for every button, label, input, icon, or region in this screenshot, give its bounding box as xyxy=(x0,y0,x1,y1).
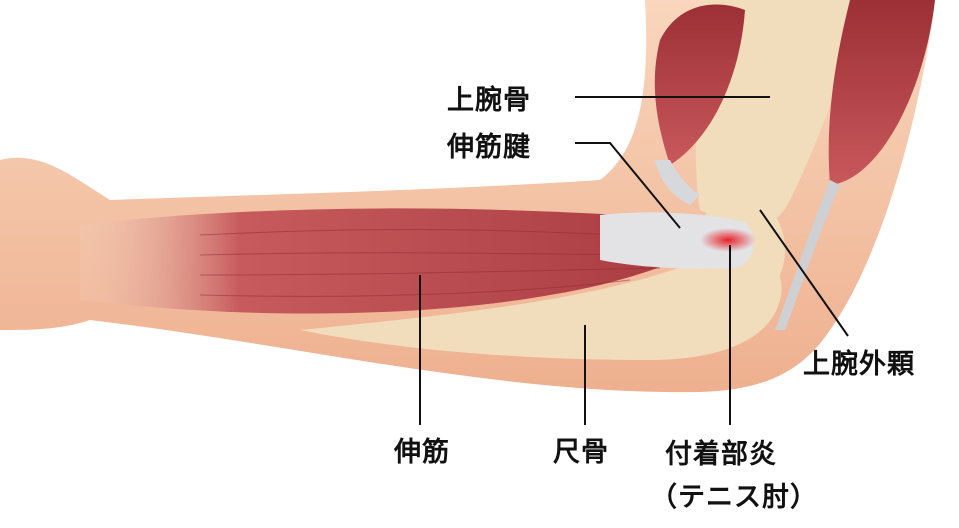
label-humerus: 上腕骨 xyxy=(447,85,531,116)
inflammation-spot xyxy=(700,228,756,252)
label-enthesitis: 付着部炎 xyxy=(665,439,777,470)
label-extensor-tendon: 伸筋腱 xyxy=(447,132,531,163)
upper-tendon-left xyxy=(655,160,700,205)
leader-extensor-tendon xyxy=(575,142,681,229)
label-tennis-elbow: （テニス肘） xyxy=(650,482,818,513)
label-ulna: 尺骨 xyxy=(553,437,609,468)
upper-muscle-right xyxy=(828,0,935,185)
label-extensor-muscle: 伸筋 xyxy=(394,437,450,468)
upper-muscle-left xyxy=(654,4,745,166)
extensor-tendon-shape xyxy=(600,212,754,269)
leader-lateral-epicondyle xyxy=(759,209,849,337)
label-lateral-epicondyle: 上腕外顆 xyxy=(803,349,915,380)
humerus-bone xyxy=(695,0,870,228)
upper-tendon-right xyxy=(775,180,840,330)
